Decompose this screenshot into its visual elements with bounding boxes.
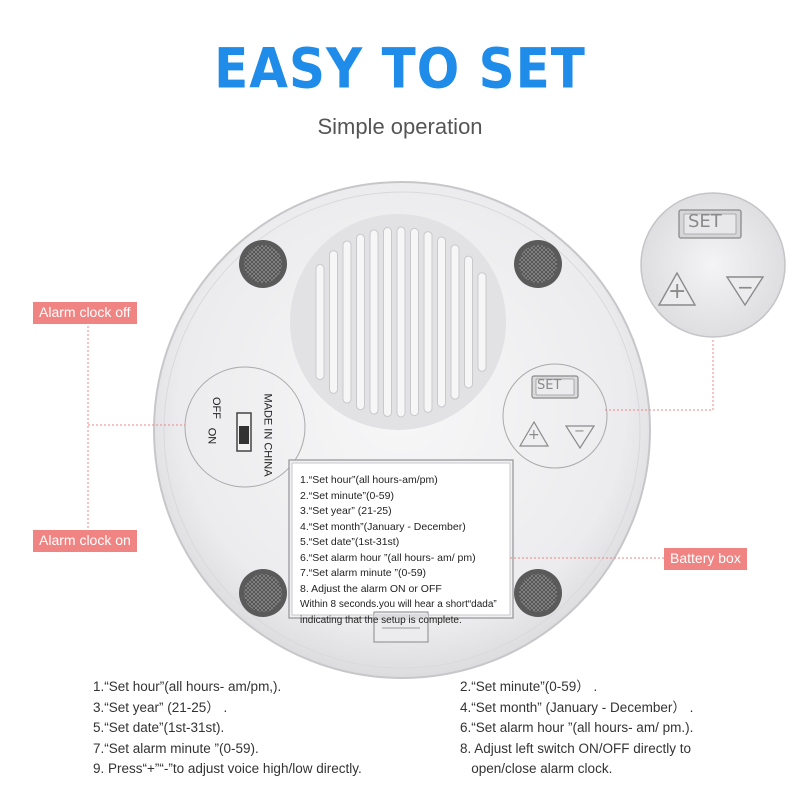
- grille-slot: [396, 226, 406, 418]
- instruction-item: 2.“Set minute”(0-59） .: [460, 679, 598, 694]
- grille-slot: [450, 244, 460, 400]
- grille-slot: [437, 236, 446, 408]
- made-in-china-label: MADE IN CHINA: [261, 393, 274, 477]
- grille-slot: [383, 227, 392, 417]
- minus-button-symbol: −: [574, 424, 585, 439]
- instructions-right-column: 2.“Set minute”(0-59） . 4.“Set month” (Ja…: [460, 677, 693, 780]
- set-button-label: SET: [537, 378, 562, 393]
- panel-line: 3.“Set year” (21-25): [300, 505, 392, 517]
- instruction-item: 5.“Set date”(1st-31st).: [93, 720, 225, 735]
- page-subtitle: Simple operation: [317, 114, 483, 139]
- panel-line: 4.“Set month”(January - December): [300, 520, 466, 533]
- grille-slot: [329, 250, 338, 394]
- switch-on-label: ON: [205, 427, 218, 445]
- plus-button-symbol: +: [528, 427, 540, 443]
- panel-line: 2.“Set minute”(0-59): [300, 489, 394, 502]
- button-highlight-circle: [502, 363, 608, 469]
- grille-slot: [356, 233, 365, 411]
- speaker-grille: [290, 214, 506, 430]
- zoom-set-button: SET: [688, 211, 722, 232]
- instruction-item: 3.“Set year” (21-25） .: [93, 699, 228, 715]
- clock-body: [153, 181, 651, 679]
- instruction-item: 4.“Set month” (January - December） .: [460, 699, 694, 715]
- instruction-item: open/close alarm clock.: [460, 761, 613, 776]
- instruction-item: 6.“Set alarm hour ”(all hours- am/ pm.).: [460, 720, 694, 735]
- instruction-item: 7.“Set alarm minute ”(0-59).: [93, 740, 259, 756]
- grille-slot: [315, 263, 325, 381]
- grille-slot: [369, 229, 379, 415]
- grille-slot: [477, 272, 487, 372]
- zoom-plus-button: +: [668, 279, 687, 304]
- panel-line: 8. Adjust the alarm ON or OFF: [300, 582, 442, 595]
- panel-line: 1.“Set hour”(all hours-am/pm): [300, 474, 438, 486]
- grille-slot: [464, 255, 473, 389]
- alarm-off-callout: Alarm clock off: [33, 302, 137, 324]
- rubber-feet: [239, 240, 562, 617]
- panel-line: 5.“Set date”(1st-31st): [300, 536, 400, 548]
- switch-highlight-circle: [184, 366, 306, 488]
- instruction-item: 8. Adjust left switch ON/OFF directly to: [460, 740, 692, 756]
- instruction-item: 9. Press“+”“-”to adjust voice high/low d…: [93, 761, 362, 776]
- instructions-left-column: 1.“Set hour”(all hours- am/pm,). 3.“Set …: [93, 677, 362, 780]
- page-title: EASY TO SET: [214, 37, 586, 101]
- battery-panel-instructions: 1.“Set hour”(all hours-am/pm) 2.“Set min…: [300, 473, 510, 628]
- grille-slot: [342, 240, 352, 404]
- callout-lines: [87, 322, 714, 559]
- grille-slot: [423, 231, 433, 413]
- instruction-item: 1.“Set hour”(all hours- am/pm,).: [93, 679, 282, 694]
- grille-slot: [410, 227, 419, 417]
- alarm-on-callout: Alarm clock on: [33, 530, 137, 552]
- panel-line: Within 8 seconds.you will hear a short“d…: [300, 599, 497, 610]
- panel-line: 7.“Set alarm minute ”(0-59): [300, 567, 427, 579]
- zoom-minus-button: −: [737, 275, 754, 299]
- panel-line: 6.“Set alarm hour ”(all hours- am/ pm): [300, 551, 476, 564]
- switch-off-label: OFF: [210, 397, 222, 419]
- battery-box-callout: Battery box: [664, 548, 747, 570]
- panel-line: indicating that the setup is complete.: [300, 614, 462, 626]
